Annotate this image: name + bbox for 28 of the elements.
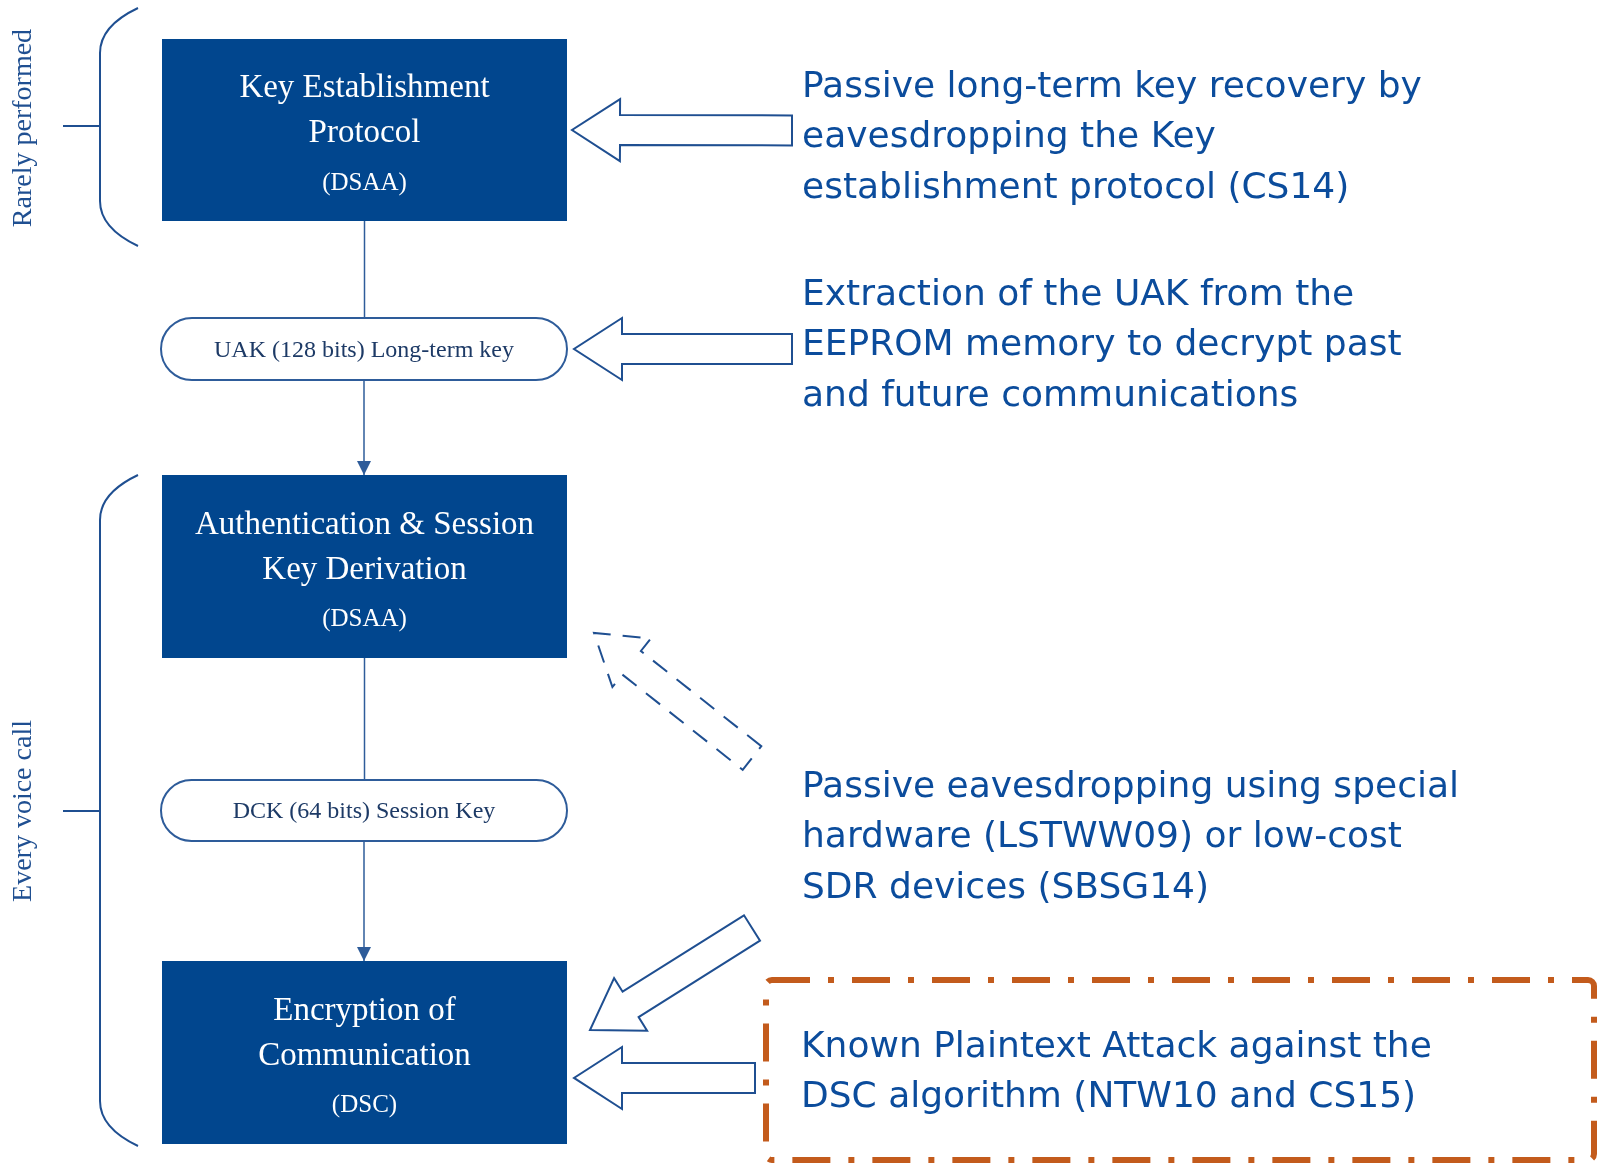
attack-description: Passive eavesdropping using special hardware (LSTWW09) or low-cost SDR devices (SBSG14) [802, 763, 1460, 908]
box-subtitle: (DSC) [331, 1090, 398, 1119]
key-label: DCK (64 bits) Session Key [232, 797, 496, 824]
box-title: Key Establishment Protocol [238, 67, 491, 151]
key-pill [160, 317, 568, 381]
block-arrow [588, 913, 762, 1032]
block-arrow [572, 1045, 756, 1111]
block-arrow [592, 631, 763, 772]
box-title: Encryption of Communication [257, 989, 472, 1074]
attack-box [763, 977, 1597, 1163]
box-subtitle: (DSAA) [322, 167, 407, 196]
process-box [162, 39, 567, 221]
box-subtitle: (DSAA) [322, 604, 407, 633]
process-box [162, 475, 567, 658]
block-arrow [570, 97, 793, 163]
key-label: UAK (128 bits) Long-term key [214, 335, 514, 363]
process-box [162, 961, 567, 1144]
attack-description: Extraction of the UAK from the EEPROM memory to decrypt past and future communications [802, 271, 1403, 416]
box-title: Authentication & Session Key Derivation [193, 503, 536, 588]
attack-description: Passive long-term key recovery by eavesdropping the Key establishment protocol (CS14) [802, 63, 1422, 208]
connector-line [363, 220, 366, 318]
arrow [357, 841, 371, 962]
arrow [357, 380, 371, 476]
attack-description: Known Plaintext Attack against the DSC algorithm (NTW10 and CS15) [801, 1022, 1433, 1117]
bracket-label: Every voice call [5, 720, 38, 902]
connector-line [363, 657, 366, 780]
bracket-label: Rarely performed [6, 28, 39, 228]
block-arrow [572, 316, 793, 382]
